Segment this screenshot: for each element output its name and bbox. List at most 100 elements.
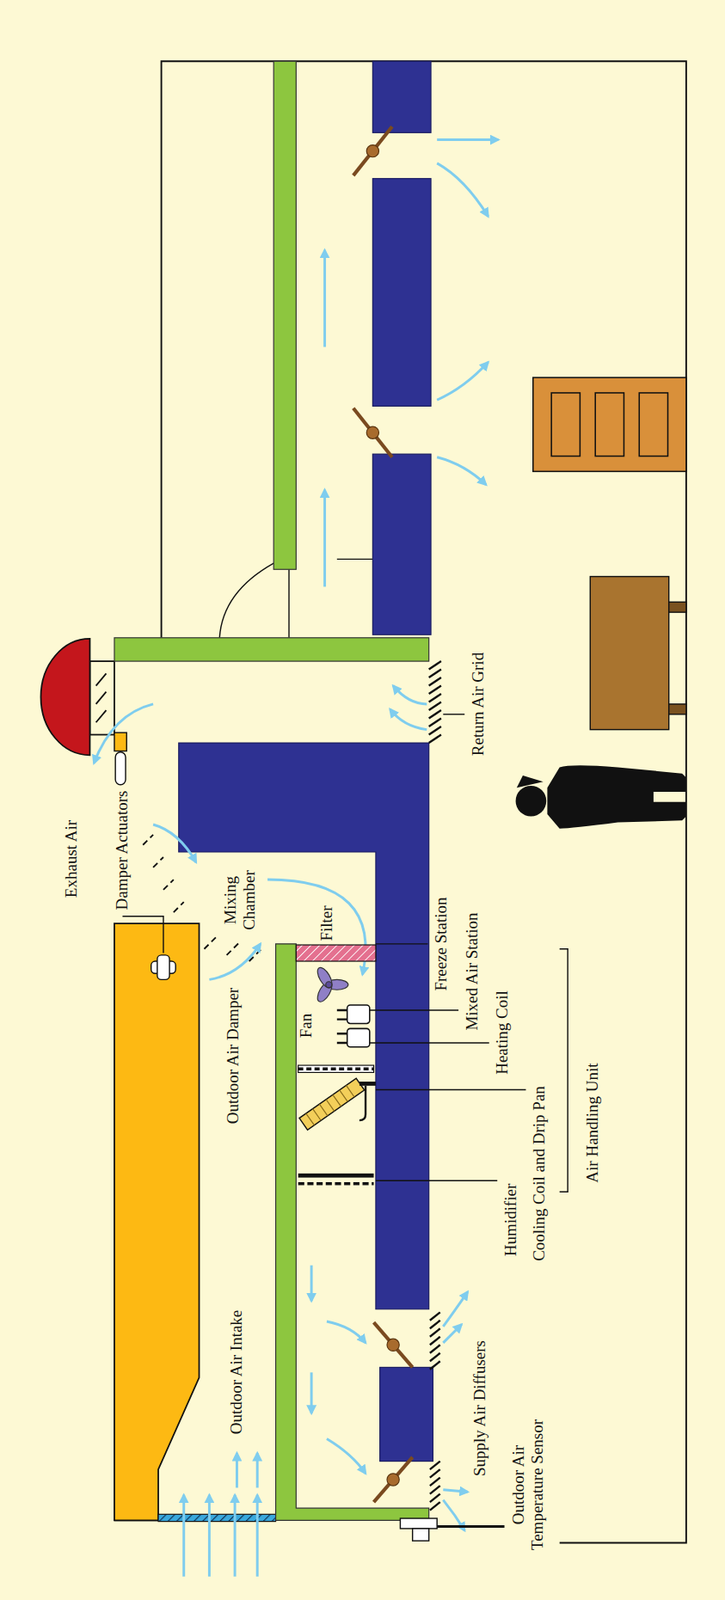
building-outline bbox=[114, 61, 687, 1543]
leader-line bbox=[442, 713, 465, 715]
part-label: Filter bbox=[317, 906, 337, 942]
building-outline bbox=[161, 61, 687, 1543]
part-label: Supply Air Diffusers bbox=[470, 1340, 490, 1477]
cooling-coil bbox=[299, 1078, 365, 1131]
volume-damper bbox=[387, 1474, 400, 1487]
file-cabinet bbox=[551, 393, 580, 457]
part-label: Outdoor Air Intake bbox=[227, 1310, 247, 1436]
filter-bank bbox=[295, 945, 376, 962]
person-silhouette bbox=[516, 775, 544, 788]
file-cabinet bbox=[595, 393, 624, 457]
damper-blade bbox=[203, 937, 261, 962]
air-flow-arrow bbox=[436, 362, 488, 400]
part-label: Air Handling Unit bbox=[583, 1062, 603, 1183]
supply-fan bbox=[314, 965, 349, 1005]
damper-blade bbox=[142, 835, 184, 913]
air-flow-arrow bbox=[93, 140, 498, 1578]
exhaust-hood bbox=[40, 638, 90, 756]
grille-hatch bbox=[429, 661, 442, 1511]
outdoor-air-duct bbox=[114, 732, 127, 751]
air-flow-arrow bbox=[208, 944, 260, 981]
humidifier bbox=[298, 1173, 375, 1185]
supply-fan bbox=[314, 965, 335, 991]
air-duct bbox=[372, 454, 431, 635]
humidifier bbox=[298, 1173, 375, 1179]
thermostat-wire bbox=[337, 559, 374, 560]
part-label: Return Air Grid bbox=[468, 652, 488, 756]
air-flow-arrow bbox=[326, 1321, 366, 1344]
volume-damper bbox=[353, 126, 393, 176]
supply-fan bbox=[325, 982, 332, 989]
air-duct bbox=[372, 61, 431, 133]
volume-damper bbox=[374, 1322, 413, 1368]
damper-blade bbox=[142, 835, 262, 962]
air-flow-arrow bbox=[256, 1495, 259, 1578]
temperature-sensor bbox=[399, 1518, 437, 1530]
part-label: Heating Coil bbox=[492, 990, 512, 1076]
air-duct bbox=[380, 1367, 434, 1462]
exhaust-hood bbox=[40, 638, 114, 756]
air-duct bbox=[178, 61, 434, 1462]
exhaust-hood bbox=[89, 661, 114, 735]
thermostat-wire bbox=[288, 569, 289, 639]
air-flow-arrow bbox=[436, 457, 486, 486]
leader-line bbox=[375, 943, 429, 945]
volume-damper bbox=[366, 145, 400, 1487]
air-flow-arrow bbox=[182, 1495, 185, 1578]
person-silhouette bbox=[516, 786, 547, 818]
thermostat-wire bbox=[219, 563, 274, 639]
leader-line bbox=[375, 1089, 527, 1091]
temperature-sensor bbox=[399, 1518, 504, 1542]
damper-actuator bbox=[157, 955, 170, 980]
air-flow-arrow bbox=[256, 1453, 259, 1488]
structure-slab bbox=[114, 638, 430, 662]
air-flow-arrow bbox=[442, 1490, 467, 1493]
air-flow-arrow bbox=[310, 1372, 314, 1414]
file-cabinet bbox=[533, 377, 687, 472]
air-flow-arrow bbox=[436, 138, 498, 142]
filter-bank bbox=[295, 945, 376, 962]
heating-coil bbox=[337, 1010, 348, 1044]
damper-actuator bbox=[151, 955, 176, 980]
desk bbox=[589, 577, 687, 731]
volume-damper bbox=[353, 408, 393, 458]
air-flow-arrow bbox=[93, 704, 154, 764]
heating-coil bbox=[347, 1028, 370, 1047]
part-label: Outdoor Air Temperature Sensor bbox=[509, 1413, 547, 1556]
leader-line bbox=[122, 916, 163, 954]
volume-damper bbox=[366, 426, 379, 439]
temperature-sensor bbox=[412, 1529, 430, 1542]
heating-coil bbox=[347, 1005, 370, 1024]
air-flow-arrow bbox=[390, 709, 428, 731]
air-flow-arrow bbox=[235, 1453, 239, 1488]
leader-line bbox=[375, 1179, 498, 1181]
cooling-coil bbox=[299, 1078, 365, 1131]
volume-damper bbox=[353, 126, 413, 1503]
part-label: Fan bbox=[296, 1013, 316, 1039]
volume-damper bbox=[387, 1339, 400, 1352]
humidifier bbox=[298, 1182, 375, 1186]
cooling-coil bbox=[359, 1086, 366, 1121]
file-cabinet bbox=[638, 393, 668, 457]
air-flow-arrow bbox=[153, 824, 197, 863]
part-label: Freeze Station bbox=[431, 897, 451, 991]
leader-line bbox=[369, 1042, 490, 1044]
air-flow-arrow bbox=[208, 1495, 211, 1578]
air-flow-arrow bbox=[323, 490, 326, 588]
cooling-coil bbox=[359, 1081, 376, 1087]
part-label: Damper Actuators bbox=[113, 790, 133, 910]
air-flow-arrow bbox=[442, 1292, 467, 1328]
volume-damper bbox=[353, 126, 413, 1503]
outdoor-air-duct bbox=[114, 923, 200, 1521]
air-flow-arrow bbox=[326, 1438, 366, 1474]
freeze-stat-bar bbox=[298, 1065, 375, 1073]
air-flow-arrow bbox=[323, 250, 326, 348]
person-silhouette bbox=[546, 765, 686, 830]
file-cabinet bbox=[533, 377, 687, 472]
desk bbox=[669, 602, 687, 613]
desk bbox=[669, 704, 687, 715]
air-flow-arrow bbox=[310, 1265, 314, 1303]
volume-damper bbox=[374, 1457, 413, 1503]
